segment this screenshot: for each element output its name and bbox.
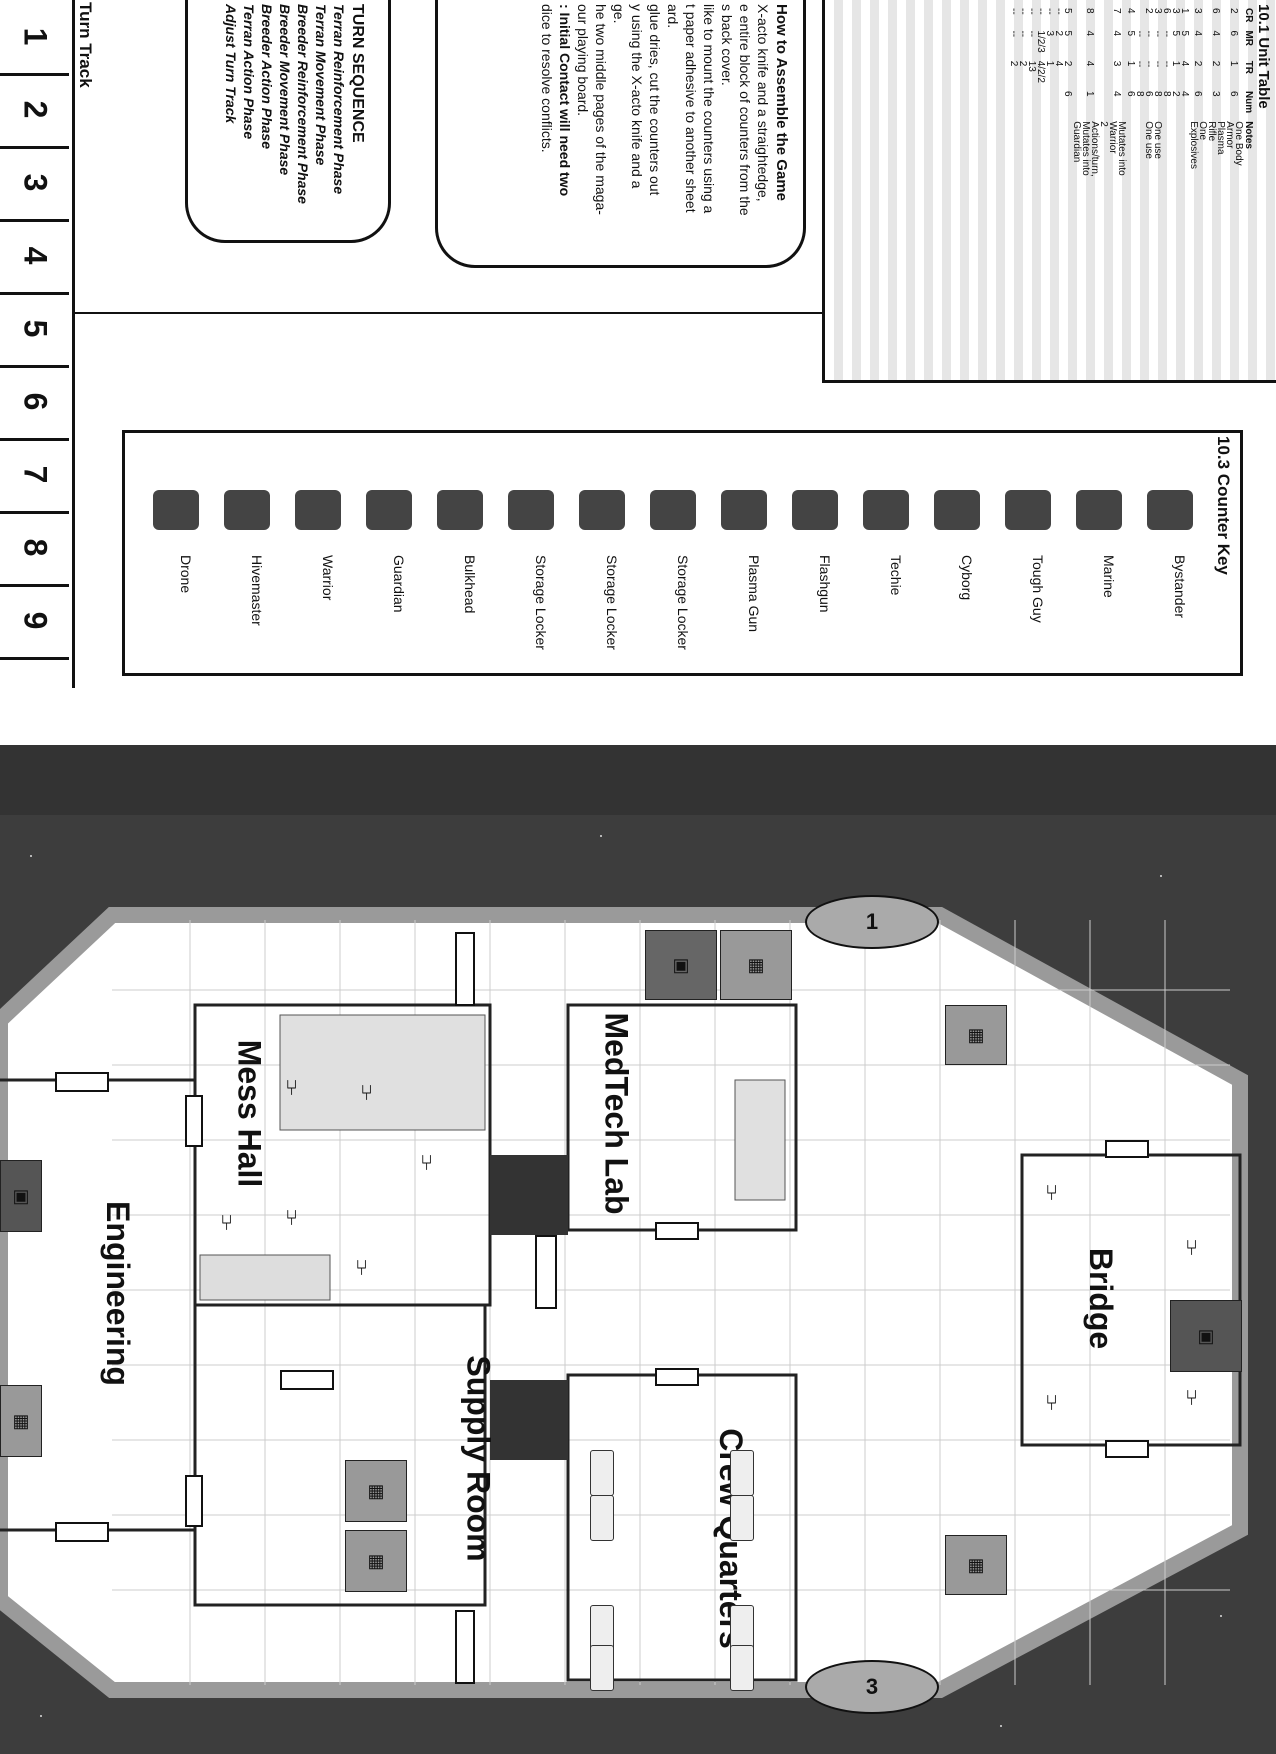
turn-cell[interactable]: 4 <box>0 219 69 295</box>
turn-cell[interactable]: 9 <box>0 584 69 660</box>
floor-grid <box>112 920 1230 1685</box>
turn-track: 1 2 3 4 5 6 7 8 9 <box>0 0 75 688</box>
crew-door[interactable] <box>655 1368 699 1386</box>
turn-cell[interactable]: 8 <box>0 511 69 587</box>
corridor-door[interactable] <box>455 932 475 1006</box>
counter-table <box>279 1014 486 1131</box>
chair-icon: ⑂ <box>1185 1385 1199 1410</box>
unit-table <box>822 0 1276 383</box>
star <box>1000 1725 1002 1727</box>
mess-supply-door[interactable] <box>535 1235 557 1309</box>
star <box>30 855 32 857</box>
supply-door[interactable] <box>185 1475 203 1527</box>
bridge-door[interactable] <box>1105 1440 1149 1458</box>
bunk-icon <box>730 1605 754 1651</box>
chair-icon: ⑂ <box>220 1210 234 1235</box>
assemble-box <box>435 0 806 268</box>
supply-walls <box>193 1303 487 1607</box>
storage-locker-icon[interactable]: ▦ <box>345 1460 407 1522</box>
counter-icon <box>366 490 412 530</box>
divider <box>72 312 822 314</box>
counter-key <box>122 430 1243 676</box>
turn-cell[interactable]: 2 <box>0 73 69 149</box>
supply-inner-door[interactable] <box>280 1370 334 1390</box>
star <box>600 835 602 837</box>
counter-icon <box>508 490 554 530</box>
chair-icon: ⑂ <box>1045 1390 1059 1415</box>
engineering-door[interactable] <box>55 1522 109 1542</box>
storage-locker-icon[interactable]: ▦ <box>945 1005 1007 1065</box>
corridor-door[interactable] <box>455 1610 475 1684</box>
counter-icon <box>934 490 980 530</box>
chair-icon: ⑂ <box>420 1150 434 1175</box>
chair-icon: ⑂ <box>1185 1235 1199 1260</box>
chair-icon: ⑂ <box>355 1255 369 1280</box>
star <box>40 1715 42 1717</box>
room-label-bridge: Bridge <box>1083 1247 1120 1350</box>
star <box>1220 1615 1222 1617</box>
bunk-icon <box>730 1450 754 1496</box>
storage-locker-icon[interactable]: ▦ <box>945 1535 1007 1595</box>
airlock-3[interactable]: 3 <box>805 1660 939 1714</box>
turn-cell[interactable]: 3 <box>0 146 69 222</box>
rules-page: 1 2 3 4 5 6 7 8 9 Turn Track TURN SEQUEN… <box>0 0 1276 745</box>
airlock-number: 3 <box>865 1674 879 1699</box>
bridge-console-icon[interactable]: ▣ <box>1170 1300 1242 1372</box>
storage-locker-icon[interactable]: ▦ <box>720 930 792 1000</box>
page-fold <box>0 745 1276 815</box>
corridor-shaft <box>490 1155 568 1235</box>
corridor-shaft <box>490 1380 568 1460</box>
room-label-engineering: Engineering <box>99 1201 136 1386</box>
counter-icon <box>650 490 696 530</box>
chair-icon: ⑂ <box>285 1075 299 1100</box>
engineering-door[interactable] <box>55 1072 109 1092</box>
bridge-door[interactable] <box>1105 1140 1149 1158</box>
engine-console-icon[interactable]: ▣ <box>0 1160 42 1232</box>
turn-cell[interactable]: 1 <box>0 0 69 76</box>
chair-icon: ⑂ <box>285 1205 299 1230</box>
airlock-number: 1 <box>865 909 879 934</box>
counter-icon <box>792 490 838 530</box>
mess-door[interactable] <box>185 1095 203 1147</box>
room-label-mess: Mess Hall <box>231 1039 268 1188</box>
bunk-icon <box>590 1645 614 1691</box>
counter-icon <box>721 490 767 530</box>
airlock-1[interactable]: 1 <box>805 895 939 949</box>
bunk-icon <box>730 1645 754 1691</box>
mess-table <box>199 1254 331 1301</box>
star <box>1160 875 1162 877</box>
counter-icon <box>863 490 909 530</box>
turn-cell[interactable]: 6 <box>0 365 69 441</box>
counter-icon <box>1005 490 1051 530</box>
room-label-medtech: MedTech Lab <box>598 1012 635 1215</box>
counter-icon <box>295 490 341 530</box>
room-label-supply: Supply Room <box>460 1355 497 1562</box>
medtech-door[interactable] <box>655 1222 699 1240</box>
chair-icon: ⑂ <box>1045 1180 1059 1205</box>
computer-terminal-icon[interactable]: ▣ <box>645 930 717 1000</box>
counter-icon <box>579 490 625 530</box>
turn-cell[interactable]: 5 <box>0 292 69 368</box>
turn-sequence-box <box>185 0 391 243</box>
counter-icon <box>1147 490 1193 530</box>
medtech-table <box>734 1079 786 1201</box>
bunk-icon <box>590 1450 614 1496</box>
bunk-icon <box>730 1495 754 1541</box>
chair-icon: ⑂ <box>360 1080 374 1105</box>
storage-locker-icon[interactable]: ▦ <box>345 1530 407 1592</box>
storage-locker-icon[interactable]: ▦ <box>0 1385 42 1457</box>
counter-icon <box>153 490 199 530</box>
turn-cell[interactable]: 7 <box>0 438 69 514</box>
counter-icon <box>1076 490 1122 530</box>
counter-icon <box>437 490 483 530</box>
bunk-icon <box>590 1495 614 1541</box>
bunk-icon <box>590 1605 614 1651</box>
counter-icon <box>224 490 270 530</box>
